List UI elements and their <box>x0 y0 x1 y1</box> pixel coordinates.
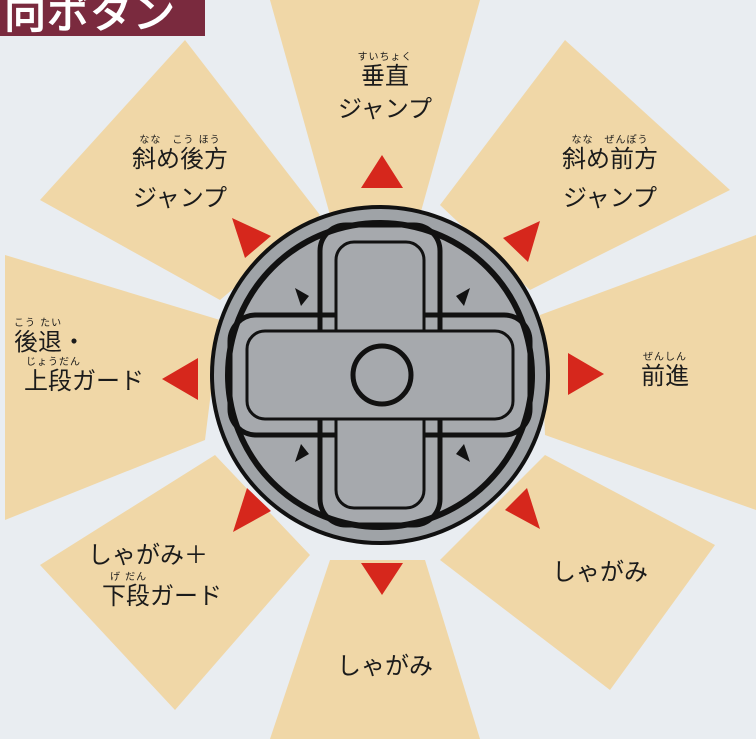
label-up-right-line2: ジャンプ <box>562 184 658 213</box>
title-bar: 向ボタン <box>0 0 205 38</box>
wedge-up-right <box>440 40 730 290</box>
label-down-left-line1: しゃがみ＋ <box>88 541 208 569</box>
ruby-left-2: じょうだん <box>26 357 81 369</box>
ruby-left-1: こう たい <box>14 318 63 329</box>
label-left: こう たい 後退・ じょうだん 上段ガード <box>14 318 189 394</box>
wedge-down <box>270 560 480 739</box>
arrow-up-right <box>503 221 540 262</box>
pad-arrow-down-right <box>456 444 470 462</box>
arrow-down-right <box>505 488 540 529</box>
label-up-left-line1: 斜め後方 <box>132 145 228 173</box>
label-right: ぜんしん 前進 <box>630 352 700 389</box>
label-up-right: なな ぜんぽう 斜め前方 ジャンプ <box>535 135 685 211</box>
label-down-left: しゃがみ＋ げ だん 下段ガード <box>88 541 258 611</box>
label-up-line1: 垂直 <box>361 62 409 90</box>
label-right-line1: 前進 <box>641 362 689 390</box>
label-up-right-line1: 斜め前方 <box>562 145 658 173</box>
ruby-up: すいちょく <box>357 52 413 63</box>
pad-arrow-up-right <box>456 288 470 306</box>
arrow-left <box>162 358 198 400</box>
label-up: すいちょく 垂直 ジャンプ <box>330 52 440 122</box>
wedge-down-right <box>440 455 715 690</box>
label-up-left-line2: ジャンプ <box>132 184 228 213</box>
label-up-left: なな こう ほう 斜め後方 ジャンプ <box>105 135 255 211</box>
label-down-right-line1: しゃがみ <box>552 558 648 586</box>
ruby-down-left: げ だん <box>110 572 148 584</box>
wedge-right <box>540 235 756 510</box>
label-down-left-line2: 下段ガード <box>102 582 222 611</box>
ruby-right: ぜんしん <box>643 352 687 363</box>
directional-pad[interactable] <box>210 205 550 545</box>
pad-center-button[interactable] <box>350 343 414 407</box>
page-title: 向ボタン <box>4 0 177 38</box>
arrow-up <box>361 155 403 188</box>
pad-arrow-up-left <box>295 288 309 306</box>
wedge-up <box>270 0 480 215</box>
wedge-left <box>5 255 220 520</box>
label-left-line1: 後退・ <box>14 328 86 356</box>
label-down-line1: しゃがみ <box>337 652 433 680</box>
label-up-line2: ジャンプ <box>337 95 433 124</box>
ruby-up-right: なな ぜんぽう <box>571 135 649 146</box>
arrow-up-left <box>232 218 271 258</box>
direction-arrows <box>162 155 604 595</box>
arrow-down-left <box>233 488 271 532</box>
label-down-right: しゃがみ <box>540 558 660 586</box>
arrow-right <box>568 353 604 395</box>
ruby-up-left: なな こう ほう <box>139 135 221 146</box>
label-down: しゃがみ <box>325 652 445 680</box>
pad-arrow-down-left <box>295 444 309 462</box>
label-left-line2: 上段ガード <box>24 367 144 396</box>
arrow-down <box>361 563 403 595</box>
